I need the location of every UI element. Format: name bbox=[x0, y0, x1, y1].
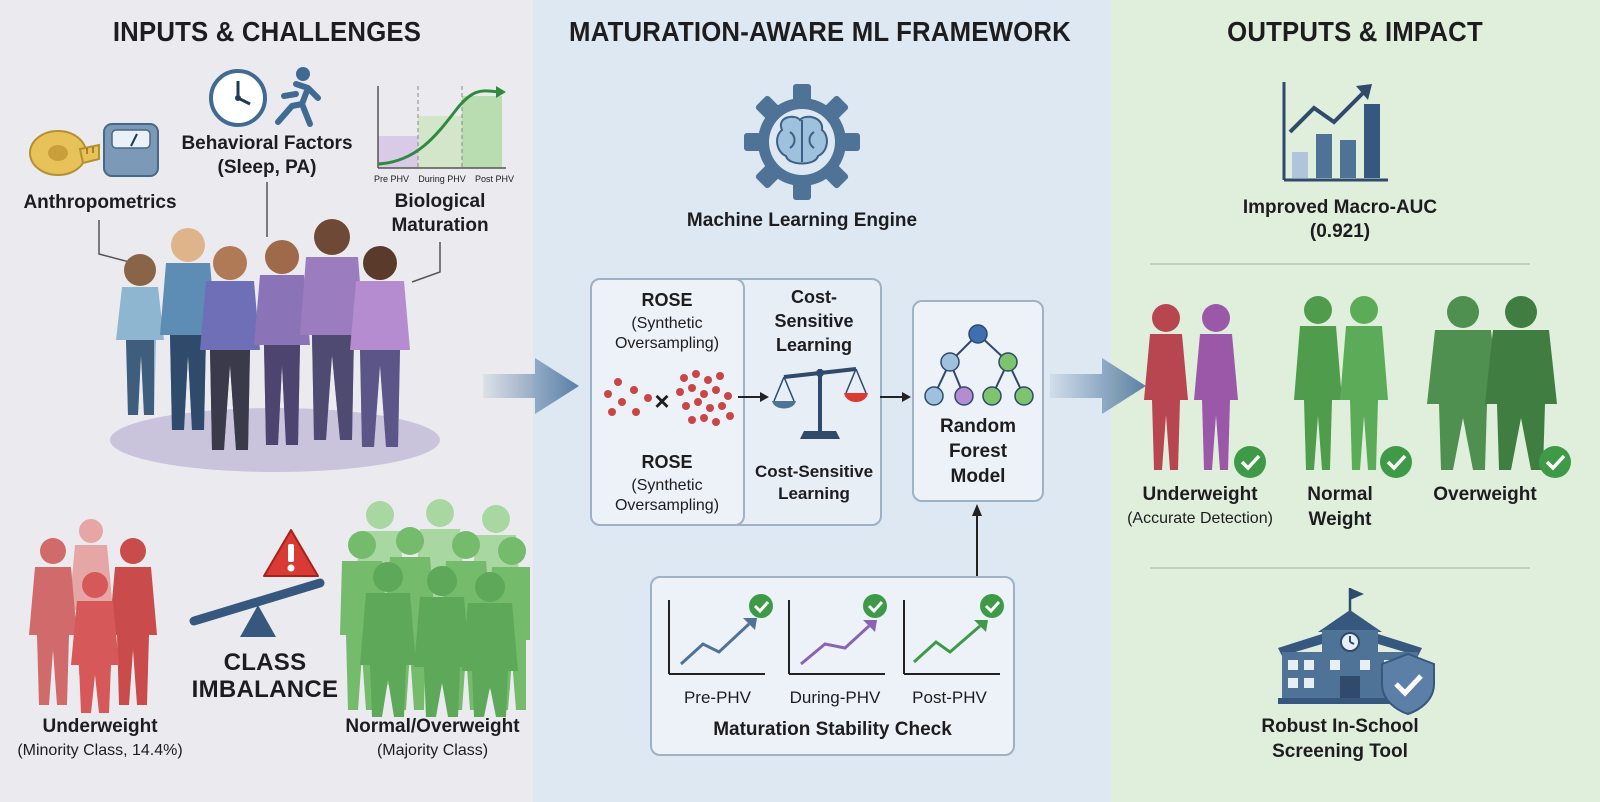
imbalance-label-2: IMBALANCE bbox=[191, 676, 339, 703]
phv-axis-labels: Pre PHV During PHV Post PHV bbox=[374, 174, 514, 184]
class-underweight-note: (Accurate Detection) bbox=[1127, 510, 1273, 527]
rose-note-1: (Synthetic bbox=[631, 315, 703, 332]
stability-stage-post: Post-PHV bbox=[912, 688, 987, 707]
class-normal-label-1: Normal bbox=[1307, 484, 1373, 505]
scale-icon bbox=[103, 123, 159, 177]
shield-check-icon bbox=[1381, 652, 1435, 716]
auc-label-2: (0.921) bbox=[1309, 221, 1371, 242]
during-phv-chart bbox=[788, 594, 887, 675]
rose-title: ROSE bbox=[641, 290, 693, 310]
framework-title: MATURATION-AWARE ML FRAMEWORK bbox=[569, 16, 1071, 47]
oversampling-dots bbox=[604, 370, 734, 426]
maturation-label-2: Maturation bbox=[391, 215, 489, 236]
forest-label-3: Model bbox=[950, 466, 1006, 487]
rose-box bbox=[590, 278, 745, 526]
stability-connector bbox=[972, 504, 982, 578]
behavioral-label-1: Behavioral Factors bbox=[181, 133, 353, 154]
balance-scale-icon bbox=[772, 367, 868, 439]
maturation-connector bbox=[411, 242, 441, 283]
auc-label-1: Improved Macro-AUC bbox=[1242, 197, 1438, 218]
csl-label-1: Cost- bbox=[791, 287, 837, 307]
majority-note: (Majority Class) bbox=[376, 742, 489, 759]
gear-brain-icon bbox=[744, 84, 860, 200]
rose-note-2: Oversampling) bbox=[614, 335, 720, 352]
csl-label-3: Learning bbox=[775, 335, 852, 355]
majority-figures bbox=[340, 499, 530, 717]
tape-measure-icon bbox=[29, 130, 100, 176]
growth-curve-icon bbox=[377, 86, 506, 169]
times-sign: × bbox=[654, 386, 670, 416]
underweight-label: Underweight bbox=[42, 716, 158, 737]
divider-1 bbox=[1150, 263, 1530, 265]
ml-engine-label: Machine Learning Engine bbox=[686, 210, 918, 231]
tree-icon bbox=[924, 324, 1034, 406]
tool-label-1: Robust In-School bbox=[1261, 716, 1419, 737]
arrow-to-scale bbox=[738, 392, 769, 402]
class-normal-label-2: Weight bbox=[1308, 509, 1372, 530]
student-figure bbox=[116, 254, 164, 415]
rose-title-2: ROSE bbox=[641, 452, 693, 472]
csl-bottom-2: Learning bbox=[778, 484, 850, 503]
phv-axis-pre: Pre PHV bbox=[374, 174, 410, 184]
underweight-note: (Minority Class, 14.4%) bbox=[17, 742, 183, 759]
normal-output-figures bbox=[1294, 296, 1412, 478]
divider-2 bbox=[1150, 567, 1530, 569]
runner-icon bbox=[275, 67, 321, 127]
stability-title: Maturation Stability Check bbox=[713, 719, 952, 740]
outputs-title: OUTPUTS & IMPACT bbox=[1227, 16, 1483, 47]
arrow-to-framework bbox=[483, 358, 579, 414]
class-overweight-label: Overweight bbox=[1433, 484, 1537, 505]
student-group-illustration bbox=[110, 219, 440, 472]
post-phv-chart bbox=[903, 594, 1004, 675]
phv-axis-during: During PHV bbox=[418, 174, 466, 184]
warning-icon bbox=[263, 529, 319, 577]
anthropometrics-label: Anthropometrics bbox=[23, 192, 177, 213]
rose-note-4: Oversampling) bbox=[614, 497, 720, 514]
maturation-label-1: Biological bbox=[394, 191, 486, 212]
stability-stage-pre: Pre-PHV bbox=[683, 688, 752, 707]
behavioral-label-2: (Sleep, PA) bbox=[217, 157, 317, 178]
behavioral-connector bbox=[266, 182, 268, 237]
class-underweight-label: Underweight bbox=[1142, 484, 1258, 505]
forest-label-2: Forest bbox=[948, 441, 1008, 462]
imbalance-label-1: CLASS bbox=[223, 649, 307, 676]
pre-phv-chart bbox=[668, 594, 773, 675]
bar-chart-icon bbox=[1282, 82, 1388, 182]
seesaw-icon bbox=[189, 578, 325, 637]
underweight-output-figures bbox=[1144, 304, 1266, 478]
csl-bottom-1: Cost-Sensitive bbox=[754, 462, 874, 481]
tool-label-2: Screening Tool bbox=[1272, 741, 1408, 762]
rose-note-3: (Synthetic bbox=[631, 477, 703, 494]
underweight-figures bbox=[29, 519, 157, 713]
majority-label: Normal/Overweight bbox=[345, 716, 520, 737]
anthropometrics-connector bbox=[98, 220, 138, 265]
forest-label-1: Random bbox=[940, 416, 1016, 437]
stability-box bbox=[650, 576, 1015, 756]
stability-stage-during: During-PHV bbox=[789, 688, 881, 707]
clock-icon bbox=[209, 69, 267, 127]
csl-label-2: Sensitive bbox=[774, 311, 854, 331]
overweight-output-figures bbox=[1427, 296, 1571, 478]
arrow-to-outputs bbox=[1050, 358, 1146, 414]
phv-axis-post: Post PHV bbox=[474, 174, 514, 184]
inputs-title: INPUTS & CHALLENGES bbox=[112, 16, 422, 47]
arrow-to-forest bbox=[880, 392, 911, 402]
